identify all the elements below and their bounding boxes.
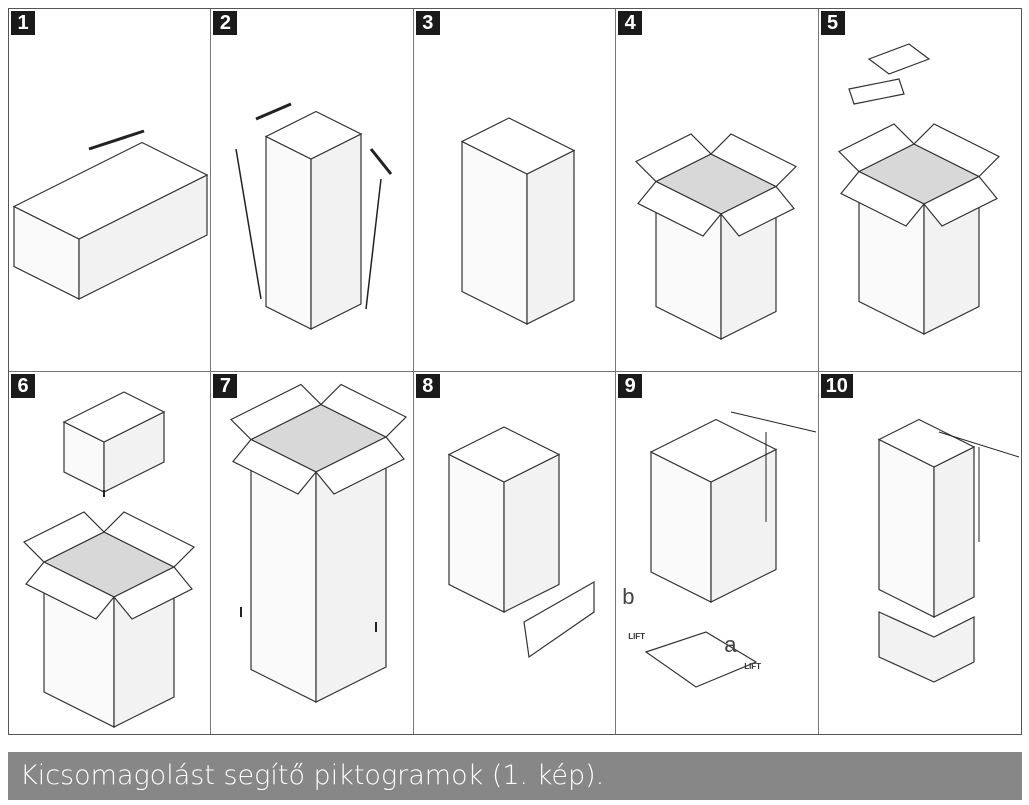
step-panel-1: 1 (9, 9, 212, 372)
drawing-shape (637, 180, 723, 237)
step-panel-7: 7 (211, 371, 414, 734)
drawing-line (255, 102, 292, 121)
drawing-shape (644, 630, 758, 688)
drawing-shape (649, 418, 778, 483)
drawing-line (370, 148, 393, 175)
step-panel-10: 10 (819, 372, 1021, 735)
boiler-mounted-icon (877, 418, 1019, 683)
drawing-shape (523, 580, 595, 658)
step-number: 2 (213, 11, 238, 35)
step-number: 3 (415, 11, 440, 35)
step-number: 4 (618, 11, 643, 35)
lift-label-b: LIFT (628, 631, 646, 641)
step-panel-8: 8 (414, 371, 617, 734)
drawing-shape (839, 170, 925, 227)
drawing-shape (265, 110, 363, 160)
drawing-shape (847, 78, 905, 105)
box-lift-icon (230, 383, 408, 703)
box-lying-icon (12, 129, 209, 300)
box-unwrap-icon (235, 102, 393, 330)
drawing-shape (932, 445, 975, 618)
accessories-removal-icon (837, 43, 1000, 335)
drawing-shape (113, 565, 193, 620)
drawing-shape (62, 390, 166, 443)
drawing-shape (12, 141, 209, 240)
step-panel-2: 2 (211, 9, 414, 372)
foam-removal-icon (22, 390, 196, 728)
box-open-icon (635, 133, 798, 340)
step-panel-5: 5 (818, 9, 1021, 372)
step-number: 8 (415, 373, 440, 398)
drawing-line (938, 431, 1019, 457)
drawing-shape (265, 135, 312, 330)
drawing-shape (320, 383, 408, 438)
step-panel-9: 9 b LIFT a LIFT (616, 371, 819, 734)
drawing-shape (877, 610, 975, 683)
drawing-shape (310, 133, 362, 330)
step-number: 1 (11, 11, 35, 35)
step-number: 10 (820, 373, 853, 398)
label-a: a (724, 631, 737, 657)
drawing-shape (837, 123, 915, 173)
drawing-shape (232, 438, 318, 495)
drawing-shape (25, 560, 115, 620)
figure-caption: Kicsomagolást segítő piktogramok (1. kép… (8, 752, 1022, 800)
lift-label-a: LIFT (744, 661, 762, 671)
boiler-wall-mount-icon (644, 411, 817, 688)
drawing-shape (447, 425, 561, 483)
drawing-shape (526, 149, 575, 325)
drawing-shape (912, 123, 1000, 178)
drawing-shape (710, 133, 798, 188)
drawing-shape (230, 383, 323, 440)
drawing-shape (867, 43, 930, 75)
step-number: 6 (11, 373, 35, 398)
drawing-shape (102, 510, 196, 568)
pictogram-grid: 1 2 3 4 5 6 7 8 9 b LIFT a LIFT 10 (8, 8, 1022, 735)
drawing-line (731, 411, 817, 432)
step-panel-6: 6 (9, 371, 212, 734)
drawing-line (88, 129, 145, 151)
drawing-shape (635, 133, 713, 183)
label-b: b (622, 583, 635, 609)
drawing-line (235, 148, 263, 300)
drawing-shape (22, 510, 106, 563)
step-number: 7 (213, 373, 238, 398)
drawing-shape (460, 117, 576, 175)
step-number: 9 (618, 373, 643, 398)
drawing-shape (315, 435, 406, 495)
box-upright-icon (460, 117, 576, 325)
drawing-shape (720, 185, 796, 237)
drawing-shape (922, 175, 998, 227)
step-number: 5 (820, 11, 845, 35)
step-panel-3: 3 (413, 9, 617, 372)
drawing-shape (877, 418, 975, 468)
step-panel-4: 4 (616, 9, 819, 372)
drawing-shape (877, 438, 935, 618)
boiler-foam-icon (447, 425, 595, 658)
drawing-line (365, 178, 383, 310)
